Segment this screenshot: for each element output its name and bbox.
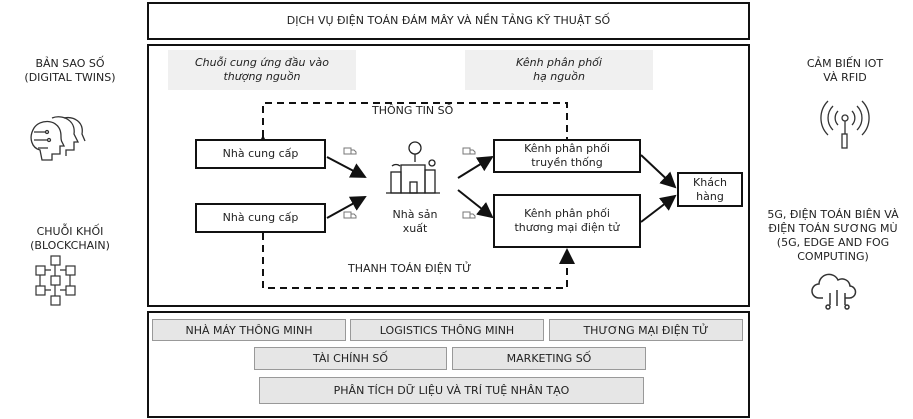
truck-icons — [343, 147, 476, 219]
supplier-1-label: Nhà cung cấp — [222, 147, 299, 160]
edge-fog-label: 5G, ĐIỆN TOÁN BIÊN VÀ ĐIỆN TOÁN SƯƠNG MÙ… — [767, 208, 899, 263]
downstream-label: Kênh phân phối hạ nguồn — [465, 50, 653, 90]
digital-info-label: THÔNG TIN SỐ — [370, 104, 456, 118]
customer-label: Khách hàng — [693, 175, 727, 203]
cloud-platform-banner: DỊCH VỤ ĐIỆN TOÁN ĐÁM MÂY VÀ NỀN TẢNG KỸ… — [147, 2, 750, 40]
iot-rfid-icon — [820, 100, 870, 149]
traditional-channel-box: Kênh phân phối truyền thống — [493, 139, 641, 173]
customer-box: Khách hàng — [677, 172, 743, 207]
banner-title: DỊCH VỤ ĐIỆN TOÁN ĐÁM MÂY VÀ NỀN TẢNG KỸ… — [286, 14, 611, 27]
supplier-2-label: Nhà cung cấp — [222, 211, 299, 224]
traditional-channel-label: Kênh phân phối truyền thống — [524, 142, 610, 169]
app-ecommerce: THƯƠNG MẠI ĐIỆN TỬ — [549, 319, 743, 341]
factory-icon — [386, 141, 440, 194]
upstream-text: Chuỗi cung ứng đầu vào thượng nguồn — [195, 56, 329, 83]
payment-line — [262, 233, 575, 289]
app-smart-factory: NHÀ MÁY THÔNG MINH — [152, 319, 346, 341]
supplier-box-2: Nhà cung cấp — [195, 203, 326, 233]
ecommerce-channel-box: Kênh phân phối thương mại điện tử — [493, 194, 641, 248]
digital-twins-label: BẢN SAO SỐ (DIGITAL TWINS) — [24, 57, 116, 84]
cloud-computing-icon — [811, 273, 857, 310]
blockchain-icon — [35, 255, 76, 306]
digital-info-line — [255, 102, 568, 151]
app-smart-logistics: LOGISTICS THÔNG MINH — [350, 319, 544, 341]
upstream-label: Chuỗi cung ứng đầu vào thượng nguồn — [168, 50, 356, 90]
app-digital-marketing: MARKETING SỐ — [452, 347, 646, 370]
manufacturer-label: Nhà sản xuất — [392, 208, 438, 235]
supplier-box-1: Nhà cung cấp — [195, 139, 326, 169]
app-digital-finance: TÀI CHÍNH SỐ — [254, 347, 447, 370]
downstream-text: Kênh phân phối hạ nguồn — [516, 56, 602, 83]
app-data-analytics-ai: PHÂN TÍCH DỮ LIỆU VÀ TRÍ TUỆ NHÂN TẠO — [259, 377, 644, 404]
e-payment-label: THANH TOÁN ĐIỆN TỬ — [348, 262, 472, 275]
digital-twins-icon — [30, 116, 86, 161]
blockchain-label: CHUỖI KHỐI (BLOCKCHAIN) — [30, 225, 110, 252]
ecommerce-channel-label: Kênh phân phối thương mại điện tử — [514, 207, 620, 234]
iot-rfid-label: CẢM BIẾN IOT VÀ RFID — [806, 57, 884, 84]
